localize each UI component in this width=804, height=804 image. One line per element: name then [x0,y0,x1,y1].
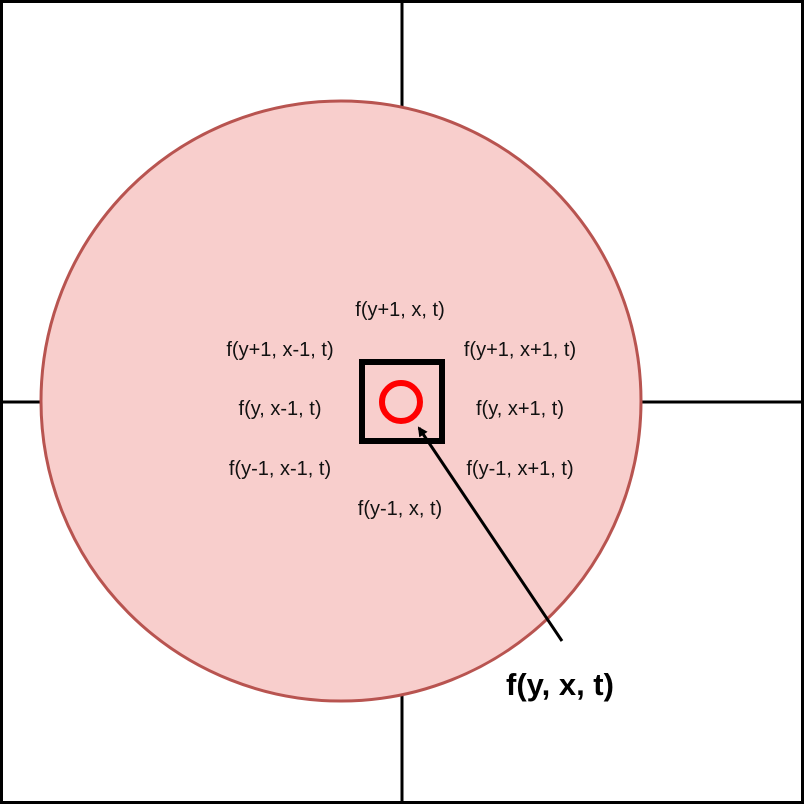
neighbor-label-bottom-left: f(y-1, x-1, t) [229,458,331,480]
neighbor-label-top-right: f(y+1, x+1, t) [464,339,576,361]
pointer-arrow [417,426,564,642]
center-cell-box [359,359,445,444]
neighbor-label-top-left: f(y+1, x-1, t) [226,339,333,361]
center-label: f(y, x, t) [506,667,614,702]
center-point-marker [379,380,423,424]
neighbor-label-right: f(y, x+1, t) [476,398,564,420]
neighbor-label-left: f(y, x-1, t) [239,398,322,420]
neighbor-label-bottom: f(y-1, x, t) [358,498,442,520]
neighborhood-disk [39,99,643,703]
neighbor-label-top: f(y+1, x, t) [355,299,444,321]
neighbor-label-bottom-right: f(y-1, x+1, t) [466,458,573,480]
